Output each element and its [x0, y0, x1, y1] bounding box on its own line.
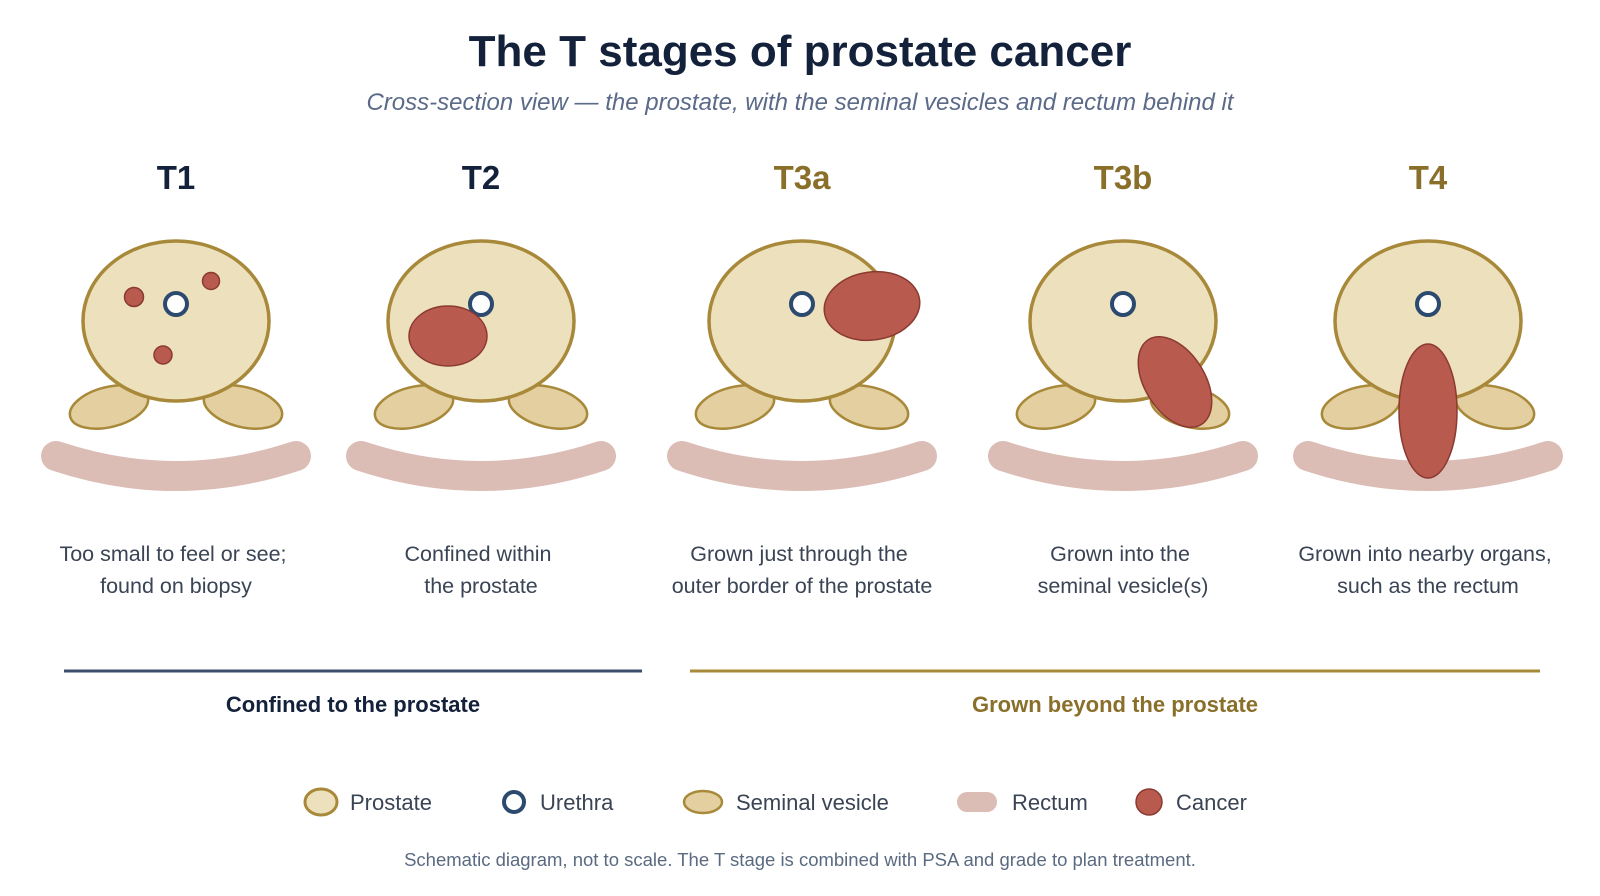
stage-t4-illustration: [1293, 239, 1563, 491]
urethra-shape: [789, 291, 815, 317]
stage-description-t3a: Grown just through the outer border of t…: [672, 542, 933, 598]
legend-label-rectum: Rectum: [1012, 790, 1088, 815]
stage-heading-t2: T2: [462, 159, 501, 196]
legend-label-cancer: Cancer: [1176, 790, 1247, 815]
rectum-shape: [41, 441, 311, 491]
cancer-spot: [123, 286, 145, 308]
stage-t2-illustration: [346, 239, 616, 491]
rectum-shape: [988, 441, 1258, 491]
beyond-group-label: Grown beyond the prostate: [972, 692, 1258, 717]
legend: Prostate Urethra Seminal vesicle Rectum …: [303, 787, 1247, 817]
cancer-tumor: [1137, 335, 1213, 429]
rectum-shape: [667, 441, 937, 491]
legend-label-urethra: Urethra: [540, 790, 614, 815]
stage-heading-t1: T1: [157, 159, 196, 196]
urethra-swatch-icon: [502, 790, 526, 814]
rectum-shape: [346, 441, 616, 491]
cancer-tumor: [823, 270, 921, 342]
stage-heading-t3b: T3b: [1094, 159, 1153, 196]
footnote: Schematic diagram, not to scale. The T s…: [404, 849, 1196, 870]
prostate-shape: [81, 239, 271, 403]
prostate-swatch-icon: [303, 787, 339, 817]
stage-heading-t4: T4: [1409, 159, 1448, 196]
cancer-spot: [201, 271, 221, 291]
urethra-shape: [1415, 291, 1441, 317]
page-subtitle: Cross-section view — the prostate, with …: [366, 89, 1234, 116]
urethra-shape: [163, 291, 189, 317]
cancer-tumor: [1398, 343, 1458, 479]
stage-t3b-illustration: [988, 239, 1258, 491]
cancer-spot: [153, 345, 173, 365]
rectum-swatch-icon: [957, 792, 997, 812]
legend-label-prostate: Prostate: [350, 790, 432, 815]
stage-description-t3b: Grown into the seminal vesicle(s): [1038, 542, 1209, 598]
seminal-vesicle-swatch-icon: [682, 789, 724, 815]
cancer-swatch-icon: [1135, 788, 1163, 816]
stage-t1-illustration: [41, 239, 311, 491]
legend-label-seminal-vesicle: Seminal vesicle: [736, 790, 889, 815]
stage-heading-t3a: T3a: [774, 159, 832, 196]
page-title: The T stages of prostate cancer: [469, 27, 1132, 76]
urethra-shape: [468, 291, 494, 317]
stage-description-t4: Grown into nearby organs, such as the re…: [1298, 542, 1557, 598]
stage-description-t2: Confined within the prostate: [405, 542, 558, 598]
stage-t3a-illustration: [667, 239, 937, 491]
confined-group-label: Confined to the prostate: [226, 692, 480, 717]
cancer-tumor: [408, 305, 488, 367]
urethra-shape: [1110, 291, 1136, 317]
stage-description-t1: Too small to feel or see; found on biops…: [59, 542, 292, 598]
